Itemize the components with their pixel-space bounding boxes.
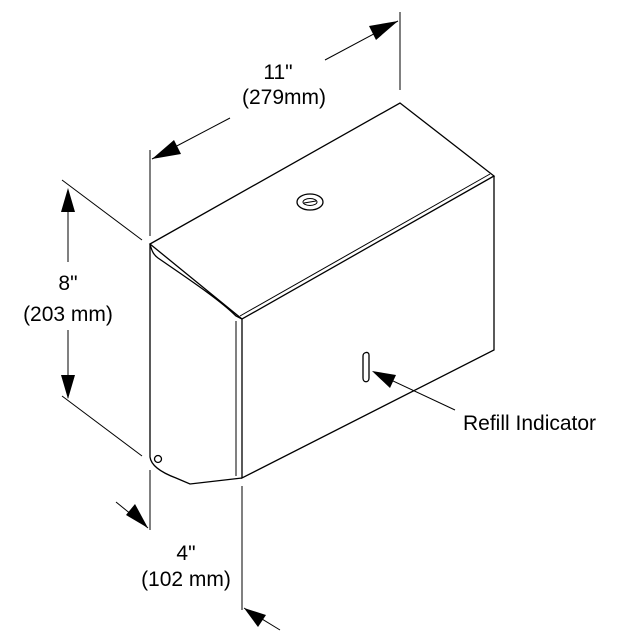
- width-label-metric: (279mm): [242, 86, 326, 109]
- width-label-inches: 11": [263, 61, 292, 84]
- refill-indicator-slot: [362, 351, 370, 383]
- width-arrow-right: [369, 21, 398, 40]
- top-face: [148, 102, 496, 320]
- depth-arrow-left: [126, 504, 148, 528]
- width-dimension: 11" (279mm): [149, 12, 401, 236]
- height-arrow-up: [61, 188, 75, 212]
- refill-indicator-arrow: [372, 371, 396, 388]
- refill-indicator-callout: Refill Indicator: [372, 371, 596, 435]
- hinge-icon: [153, 454, 163, 464]
- depth-dimension: 4" (102 mm): [115, 470, 281, 631]
- depth-arrow-right: [244, 608, 266, 627]
- height-label-inches: 8": [58, 272, 77, 295]
- lock-icon: [296, 193, 324, 211]
- side-face: [149, 243, 243, 320]
- width-arrow-left: [152, 140, 181, 159]
- height-label-metric: (203 mm): [23, 303, 113, 326]
- top-bevel: [239, 173, 491, 317]
- dispenser-body: [148, 102, 496, 485]
- height-arrow-down: [61, 375, 75, 399]
- depth-label-metric: (102 mm): [141, 568, 231, 591]
- side-face-bottom: [149, 244, 243, 485]
- refill-indicator-label: Refill Indicator: [463, 412, 596, 435]
- height-dimension: 8" (203 mm): [23, 179, 143, 457]
- front-face: [241, 176, 495, 480]
- depth-label-inches: 4": [176, 542, 195, 565]
